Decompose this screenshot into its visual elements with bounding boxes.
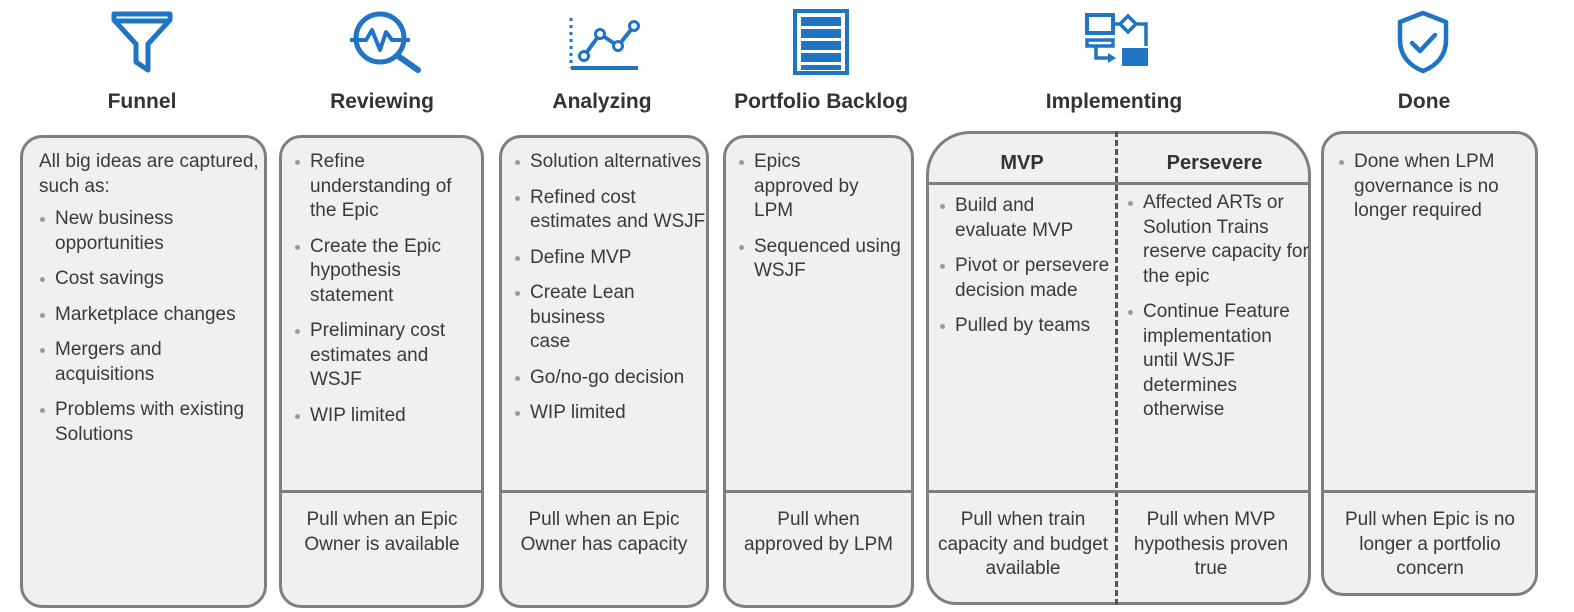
portfolio-backlog-pull-condition: Pull when approved by LPM — [744, 509, 893, 555]
line-chart-icon — [566, 14, 642, 72]
list-item: Continue Feature implementation until WS… — [1127, 300, 1309, 423]
reviewing-pull-condition: Pull when an Epic Owner is available — [304, 509, 460, 555]
mvp-heading: MVP — [1000, 152, 1044, 174]
list-item: Refine understanding of the Epic — [294, 150, 480, 224]
list-item: Pulled by teams — [939, 314, 1111, 339]
list-item: WIP limited — [514, 401, 708, 426]
stage-title-portfolio-backlog: Portfolio Backlog — [734, 90, 908, 113]
list-item: Create the Epic hypothesis statement — [294, 235, 480, 309]
funnel-icon — [110, 10, 174, 74]
list-item: Mergers and acquisitions — [39, 338, 261, 387]
backlog-stack-icon — [792, 8, 850, 76]
column-divider — [929, 490, 1308, 493]
portfolio-backlog-list: Epics approved by LPM Sequenced using WS… — [738, 150, 908, 284]
persevere-list: Affected ARTs or Solution Trains reserve… — [1127, 191, 1309, 423]
column-divider — [502, 490, 706, 493]
funnel-list: New business opportunities Cost savings … — [39, 207, 261, 447]
funnel-column: All big ideas are captured, such as: New… — [20, 135, 267, 608]
list-item: Done when LPM governance is no longer re… — [1338, 150, 1534, 224]
mvp-pull-condition: Pull when train capacity and budget avai… — [937, 509, 1109, 579]
list-item: Problems with existing Solutions — [39, 398, 261, 447]
stage-title-funnel: Funnel — [107, 90, 177, 113]
magnifier-pulse-icon — [348, 8, 424, 74]
stage-title-analyzing: Analyzing — [552, 90, 652, 113]
list-item: Create Lean business case — [514, 281, 640, 355]
funnel-intro: All big ideas are captured, such as: — [39, 151, 259, 197]
portfolio-backlog-column: Epics approved by LPM Sequenced using WS… — [723, 135, 914, 608]
workflow-icon — [1084, 12, 1150, 68]
list-item: Go/no-go decision — [514, 366, 708, 391]
list-item: WIP limited — [294, 404, 480, 429]
list-item: Cost savings — [39, 267, 261, 292]
analyzing-pull-condition: Pull when an Epic Owner has capacity — [520, 509, 688, 555]
list-item: Sequenced using WSJF — [738, 235, 908, 284]
list-item: Marketplace changes — [39, 303, 261, 328]
column-divider — [726, 490, 911, 493]
stage-title-done: Done — [1397, 90, 1451, 113]
list-item: Define MVP — [514, 246, 708, 271]
column-divider — [1324, 490, 1535, 493]
reviewing-column: Refine understanding of the Epic Create … — [279, 135, 484, 608]
list-item: Preliminary cost estimates and WSJF — [294, 319, 480, 393]
list-item: New business opportunities — [39, 207, 261, 256]
list-item: Solution alternatives — [514, 150, 708, 175]
analyzing-list: Solution alternatives Refined cost estim… — [514, 150, 708, 426]
list-item: Build and evaluate MVP — [939, 194, 1111, 243]
persevere-pull-condition: Pull when MVP hypothesis proven true — [1133, 509, 1289, 579]
done-list: Done when LPM governance is no longer re… — [1338, 150, 1534, 224]
mvp-persevere-separator — [1115, 131, 1118, 605]
column-divider — [282, 490, 481, 493]
persevere-heading: Persevere — [1166, 152, 1263, 174]
done-pull-condition: Pull when Epic is no longer a portfolio … — [1344, 509, 1516, 579]
list-item: Affected ARTs or Solution Trains reserve… — [1127, 191, 1309, 289]
mvp-list: Build and evaluate MVP Pivot or persever… — [939, 194, 1111, 339]
shield-check-icon — [1396, 10, 1450, 74]
stage-title-reviewing: Reviewing — [330, 90, 434, 113]
list-item: Pivot or persevere decision made — [939, 254, 1111, 303]
analyzing-column: Solution alternatives Refined cost estim… — [499, 135, 709, 608]
implementing-column: MVP Persevere Build and evaluate MVP Piv… — [926, 131, 1311, 605]
list-item: Epics approved by LPM — [738, 150, 882, 224]
reviewing-list: Refine understanding of the Epic Create … — [294, 150, 480, 428]
sub-head-divider — [929, 182, 1308, 185]
stage-title-implementing: Implementing — [1045, 90, 1183, 113]
list-item: Refined cost estimates and WSJF — [514, 186, 708, 235]
done-column: Done when LPM governance is no longer re… — [1321, 131, 1538, 596]
